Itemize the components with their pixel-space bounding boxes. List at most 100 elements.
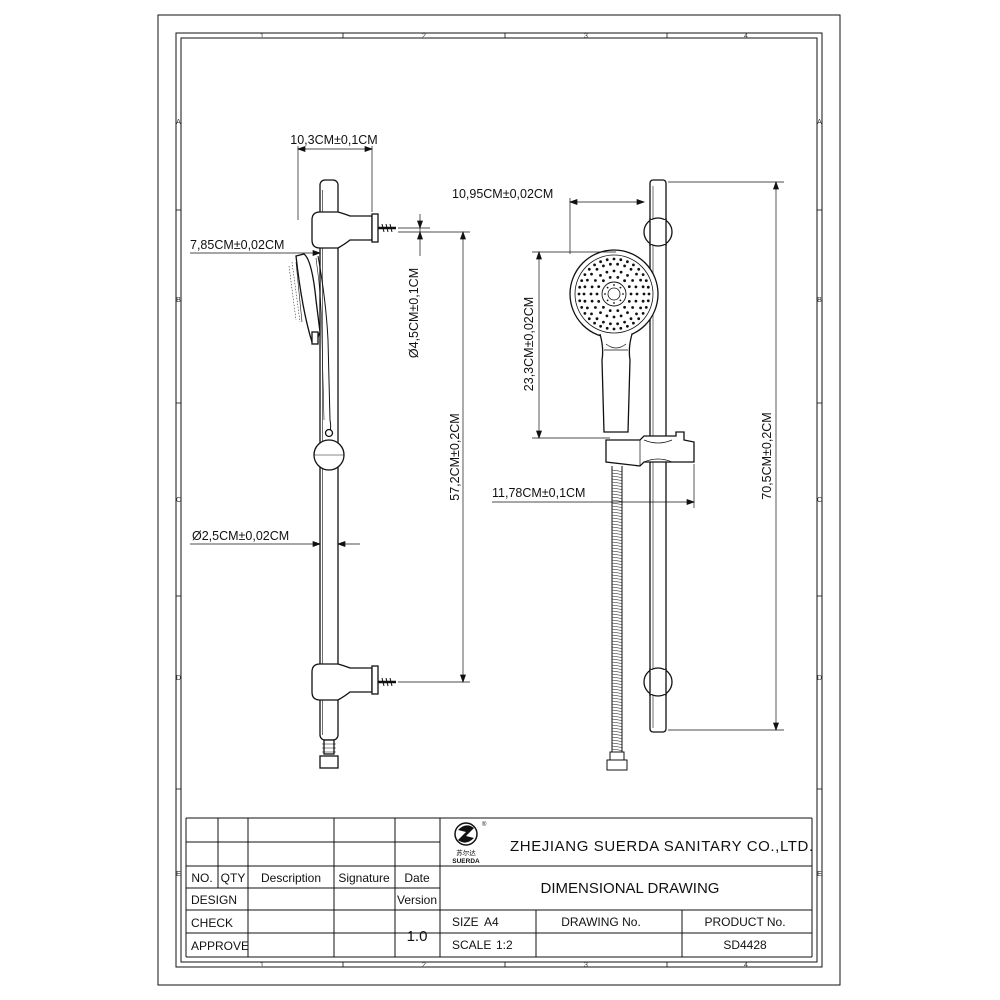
nozzle-dot [602,264,605,268]
hose-rung [611,484,623,487]
title-block [185,817,813,958]
hose-rung [611,718,623,721]
row-label-b-right: B [817,297,822,304]
logo-registered-mark: ® [482,821,487,828]
nozzle-dot [612,257,616,261]
version-value: 1.0 [407,928,428,945]
hose-rung [611,583,623,586]
nozzle-dot [590,299,594,303]
title-block-text: ZHEJIANG SUERDA SANITARY CO.,LTD. NO. QT… [191,838,813,953]
hose-rung [611,706,623,709]
hose-rung [611,646,623,649]
hose-rung [611,727,623,730]
hose-rung [611,619,623,622]
hose-rung [611,601,623,604]
nozzle-dot [634,299,638,303]
hose-rung [611,724,623,727]
nozzle-dot [597,300,601,303]
side-view-dimension-labels: 10,3CM±0,1CM 7,85CM±0,02CM Ø4,5CM±0,1CM … [190,133,462,543]
nozzle-dot [646,285,650,289]
nozzle-dot [641,312,645,315]
hose-rung [611,559,623,562]
nozzle-dot [632,263,635,267]
nozzle-dot [616,262,619,266]
nozzle-dot [619,299,622,302]
nozzle-dot [580,279,584,282]
hose-rung [611,523,623,526]
hose-rung [611,712,623,715]
hose-rung [611,664,623,667]
nozzle-dot [580,306,584,309]
nozzle-dot [639,306,642,310]
hose-rung [611,520,623,523]
front-view-hose [606,466,628,771]
nozzle-dot [635,292,639,296]
nozzle-dot [583,312,587,315]
nozzle-dot [646,299,650,303]
header-qty: QTY [221,871,246,885]
nozzle-dot [619,314,623,318]
hose-rung [611,640,623,643]
nozzle-dot [599,260,602,264]
nozzle-dot [582,292,586,296]
hose-rung [611,688,623,691]
row-label-e-right: E [817,871,822,878]
nozzle-dot [622,293,624,295]
hose-rung [611,649,623,652]
nozzle-dot [631,306,634,309]
front-view-bottom-bracket [643,667,673,697]
hose-rung [611,679,623,682]
hose-rung [611,739,623,742]
nozzle-dot [644,306,648,309]
nozzle-dot [629,292,633,296]
nozzle-dot [589,292,593,296]
hose-rung [611,673,623,676]
front-view-dimensions [492,180,784,732]
nozzle-dot [609,322,612,326]
front-view-handle [599,333,633,433]
hose-rung [611,643,623,646]
front-view-dimension-labels: 10,95CM±0,02CM 23,3CM±0,02CM 70,5CM±0,2C… [452,187,774,500]
nozzle-dot [619,286,622,289]
col-label-3: 3 [584,33,588,40]
logo-text-cn: 苏尔达 [456,848,476,857]
hose-rung [611,535,623,538]
product-no-value: SD4428 [723,938,767,952]
hose-rung [611,565,623,568]
col-label-1-bottom: 1 [260,962,264,969]
nozzle-dot [629,317,633,321]
hose-rung [611,502,623,505]
nozzle-dot [605,326,609,330]
dim-outer-diameter: Ø4,5CM±0,1CM [407,268,421,358]
header-no: NO. [191,871,212,885]
hose-rung [611,526,623,529]
nozzle-dot [623,320,626,324]
nozzle-dot [619,258,623,262]
nozzle-dot [612,327,616,331]
nozzle-dot [635,312,638,316]
hose-rung [611,622,623,625]
nozzle-dot [641,285,645,289]
col-label-2-bottom: 2 [422,962,426,969]
header-date: Date [404,871,430,885]
hose-rung [611,631,623,634]
hose-rung [611,508,623,511]
hose-rung [611,586,623,589]
col-label-2: 2 [422,33,426,40]
suerda-logo: ® 苏尔达 SUERDA [452,821,487,865]
hose-rung [611,481,623,484]
scale-value: 1:2 [496,938,513,952]
front-view-top-bracket [643,217,673,247]
row-label-d-right: D [817,675,822,682]
row-label-c: C [176,497,181,504]
hose-rung [611,568,623,571]
hose-rung [611,592,623,595]
nozzle-dot [608,276,612,279]
row-label-a: A [176,119,181,126]
hose-rung [611,550,623,553]
row-label-a-right: A [817,119,822,126]
nozzle-dot [599,311,602,314]
hose-rung [611,625,623,628]
hose-rung [611,556,623,559]
